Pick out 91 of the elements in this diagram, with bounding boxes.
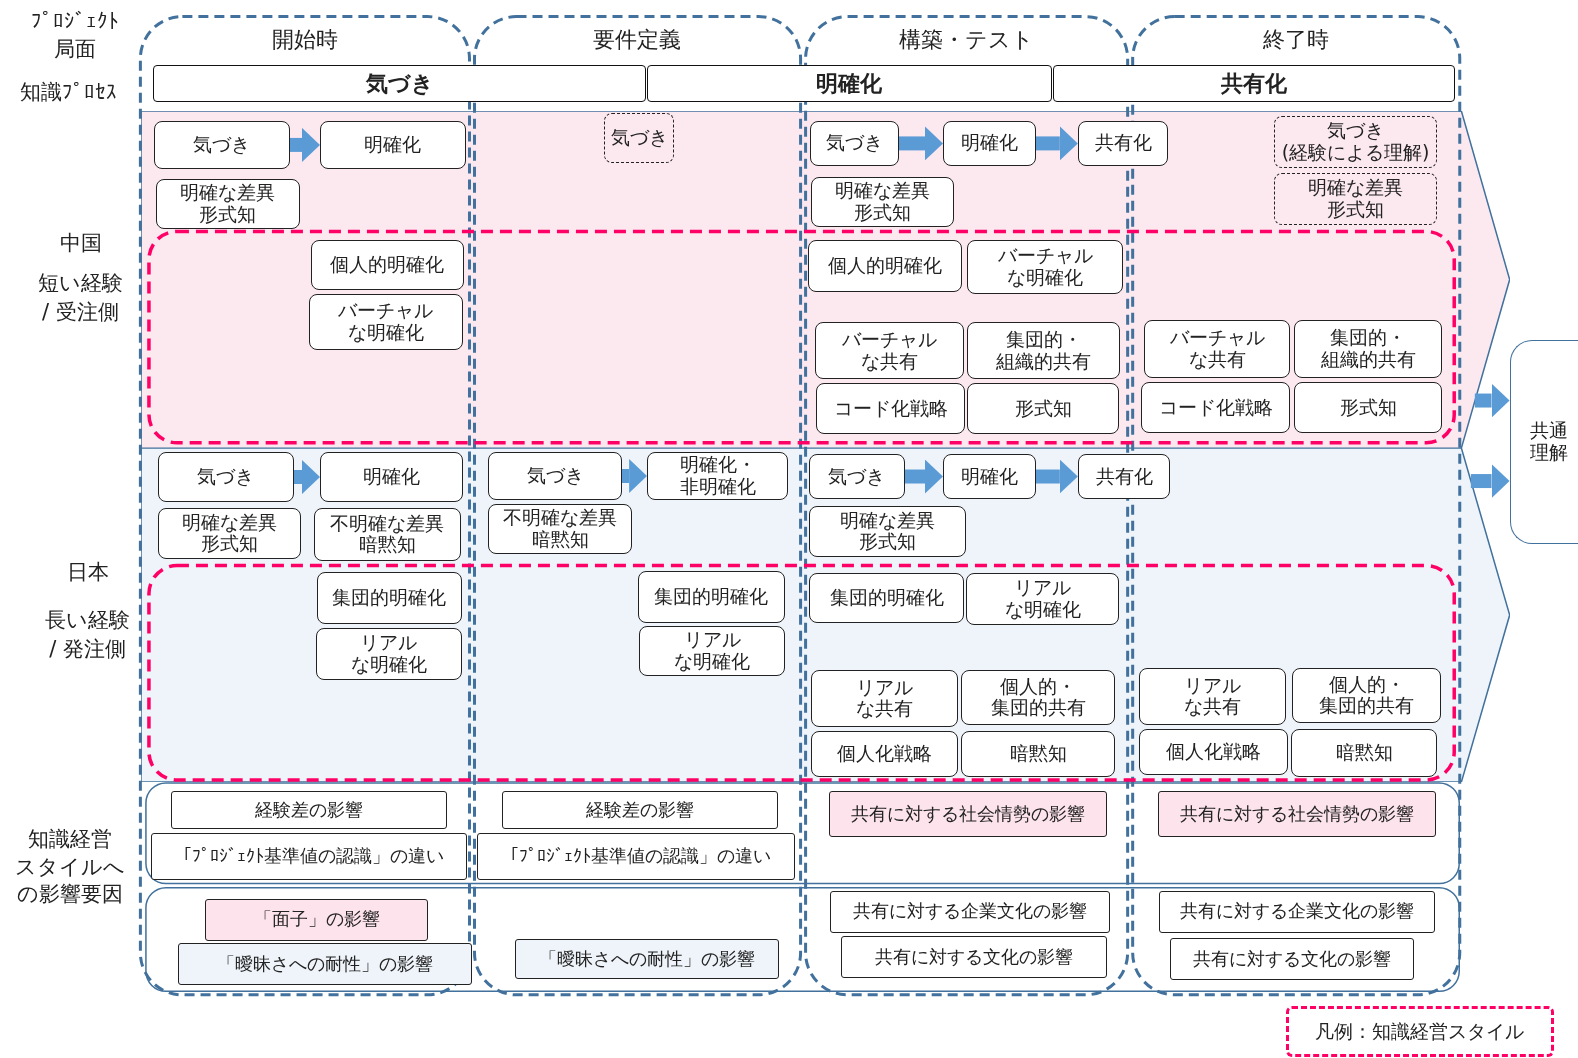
column-heading: 要件定義 [593,25,682,54]
process-header: 共有化 [1052,65,1456,102]
knowledge-box: 集団的・組織的共有 [967,322,1121,380]
knowledge-box: リアルな明確化 [966,572,1120,625]
row-label: 中国 [59,229,102,257]
column-heading: 終了時 [1263,25,1330,54]
process-header: 気づき [152,65,647,102]
knowledge-box: 形式知 [967,383,1120,434]
knowledge-box: 明確化 [320,120,466,170]
knowledge-box: リアルな共有 [811,670,959,727]
factor-box: 「曖昧さへの耐性」の影響 [178,942,472,986]
knowledge-box: 明確化 [942,120,1036,167]
factor-box: 共有に対する社会情勢の影響 [829,791,1107,838]
row-band [140,447,1510,782]
knowledge-box: リアルな明確化 [316,627,462,681]
factor-box: 経験差の影響 [502,791,778,830]
knowledge-box: 暗黙知 [1291,728,1438,777]
row-label: / 受注側 [42,299,119,327]
factor-box: 共有に対する企業文化の影響 [830,890,1110,933]
block-arrow [1474,383,1510,418]
block-arrow [1035,126,1078,161]
knowledge-box: 共有化 [1077,120,1169,167]
knowledge-box: バーチャルな明確化 [967,239,1124,294]
knowledge-box: 明確な差異形式知 [809,506,967,557]
legend-item: 凡例：知識経営スタイル [1286,1006,1554,1057]
knowledge-box: 明確化 [942,453,1036,500]
dashed-box: 明確な差異形式知 [1274,173,1438,226]
block-arrow [898,126,943,161]
knowledge-box: 集団的明確化 [809,572,965,623]
knowledge-box: 明確な差異形式知 [158,508,301,559]
process-header: 明確化 [647,65,1052,102]
knowledge-box: 明確化・非明確化 [647,451,788,501]
knowledge-box: 集団的・組織的共有 [1294,320,1443,379]
row-label: 日本 [66,559,109,586]
knowledge-box: バーチャルな共有 [815,322,965,380]
dashed-box [1274,115,1438,169]
factor-box: 経験差の影響 [171,791,447,830]
knowledge-box: 個人的・集団的共有 [1292,668,1442,723]
result-box: 共通理解 [1509,340,1578,545]
factor-box: 「ﾌﾟﾛｼﾞｪｸﾄ基準値の認識」の違い [477,833,795,880]
factor-box: 共有に対する社会情勢の影響 [1158,791,1437,838]
knowledge-box: 気づき [809,453,905,500]
knowledge-box: 暗黙知 [961,730,1116,777]
dashed-box: 気づき [603,112,675,163]
knowledge-box: 個人化戦略 [811,730,959,777]
knowledge-box: 共有化 [1077,453,1171,500]
knowledge-box: 形式知 [1294,382,1443,433]
knowledge-box: 不明確な差異暗黙知 [488,504,632,555]
row-label: / 発注側 [49,636,126,664]
factor-box: 「面子」の影響 [205,898,428,941]
row-label: ﾌﾟﾛｼﾞｪｸﾄ局面 [31,7,120,63]
knowledge-box: 明確化 [320,451,463,503]
row-label: 長い経験 [45,607,131,635]
knowledge-box: 気づき [488,451,622,501]
knowledge-box: 個人化戦略 [1139,728,1289,775]
factor-box: 「ﾌﾟﾛｼﾞｪｸﾄ基準値の認識」の違い [150,833,467,880]
row-band [140,110,1510,448]
knowledge-box: 個人的明確化 [310,239,464,290]
block-arrow [289,127,321,162]
block-arrow [293,460,321,494]
block-arrow [1035,459,1078,494]
knowledge-box: 気づき [810,120,899,167]
knowledge-box: 個人的明確化 [808,239,963,292]
knowledge-box: コード化戦略 [1141,382,1291,433]
row-label: 短い経験 [38,270,123,298]
knowledge-box: リアルな共有 [1139,668,1287,725]
row-label: 知識ﾌﾟﾛｾｽ [19,78,117,106]
knowledge-box: 不明確な差異暗黙知 [314,508,461,561]
knowledge-box: 明確な差異形式知 [811,177,954,228]
block-arrow [904,459,943,494]
knowledge-box: 個人的・集団的共有 [961,670,1116,725]
knowledge-box: 気づき [153,120,290,170]
factor-box: 共有に対する文化の影響 [841,935,1107,979]
knowledge-box: 集団的明確化 [638,570,785,623]
knowledge-box: 気づき [158,451,294,503]
knowledge-box: 集団的明確化 [317,571,462,624]
knowledge-box: バーチャルな共有 [1144,320,1291,379]
block-arrow [621,459,648,493]
knowledge-box: コード化戦略 [816,383,966,434]
box-label: 気づき [1327,120,1385,142]
column-heading: 開始時 [271,25,338,54]
factor-box: 共有に対する企業文化の影響 [1159,890,1436,933]
knowledge-box: 明確な差異形式知 [156,179,300,230]
factor-box: 共有に対する文化の影響 [1170,937,1414,981]
knowledge-box: リアルな明確化 [639,625,785,677]
knowledge-box: バーチャルな明確化 [308,293,463,351]
row-label: 知識経営スタイルへの影響要因 [15,826,126,909]
box-label: (経験による理解) [1281,141,1430,164]
block-arrow [1470,464,1510,499]
factor-box: 「曖昧さへの耐性」の影響 [515,938,779,980]
column-heading: 構築・テスト [898,25,1034,54]
